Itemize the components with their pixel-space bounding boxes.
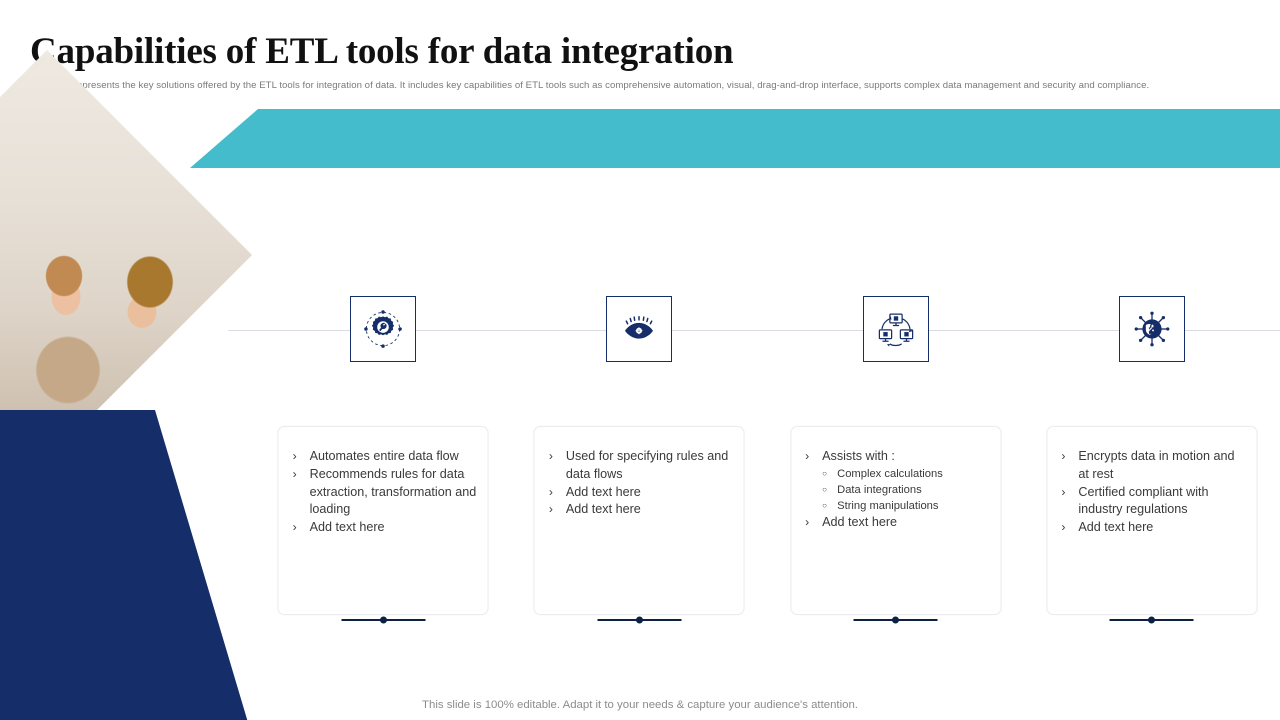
- chevron-bullet-icon: ›: [548, 502, 553, 517]
- card-underline-decoration-4: [1109, 619, 1194, 621]
- sub-list-item: ○ Complex calculations: [822, 466, 992, 482]
- page-title: Capabilities of ETL tools for data integ…: [30, 31, 734, 72]
- list-item: › Add text here: [549, 501, 736, 519]
- list-item-text: Automates entire data flow: [309, 449, 459, 463]
- list-item: › Encrypts data in motion and at rest: [1061, 448, 1248, 484]
- sub-list-item-text: Data integrations: [837, 483, 922, 496]
- chevron-bullet-icon: ›: [805, 449, 810, 463]
- page-subtitle: This slide represents the key solutions …: [30, 80, 1150, 91]
- teal-header-band: [190, 109, 1280, 168]
- capability-card-2: › Used for specifying rules and data flo…: [533, 426, 745, 621]
- column-title-2: Visual, drag-and- drop interface: [511, 219, 767, 277]
- list-item: › Add text here: [293, 519, 480, 537]
- chevron-bullet-icon: ›: [548, 449, 553, 463]
- network-computers-icon[interactable]: [862, 296, 929, 362]
- chevron-bullet-icon: ›: [292, 466, 297, 481]
- list-item-text: Recommends rules for data extraction, tr…: [309, 466, 477, 517]
- capability-card-3: › Assists with : ○ Complex calculations …: [790, 426, 1002, 621]
- footer-note: This slide is 100% editable. Adapt it to…: [422, 699, 858, 711]
- capability-card-4: › Encrypts data in motion and at rest › …: [1046, 426, 1258, 621]
- sub-bullet-list-3: ○ Complex calculations ○ Data integratio…: [805, 466, 992, 514]
- eye-visual-icon[interactable]: [606, 296, 673, 362]
- list-item-text: Assists with :: [822, 449, 895, 463]
- list-item-text: Used for specifying rules and data flows: [565, 449, 729, 481]
- chevron-bullet-icon: ›: [292, 449, 297, 463]
- column-title-1: Comprehensive automation: [255, 219, 511, 277]
- chevron-bullet-icon: ›: [1061, 520, 1066, 535]
- list-item: › Assists with :: [805, 448, 992, 466]
- capability-column-3: Supports complex data management: [768, 219, 1024, 621]
- capability-column-1: Comprehensive automation: [255, 219, 511, 621]
- team-photo-diamond: [0, 49, 252, 460]
- bullet-list-4: › Encrypts data in motion and at rest › …: [1061, 448, 1248, 537]
- column-title-1-line2: automation: [345, 250, 422, 267]
- column-title-2-line1: Visual, drag-and-: [581, 229, 698, 246]
- connector-rail-line: [228, 330, 1280, 331]
- capability-column-4: Security and compliance: [1024, 219, 1280, 621]
- card-underline-decoration-1: [341, 619, 426, 621]
- card-underline-decoration-3: [853, 619, 938, 621]
- list-item: › Add text here: [805, 514, 992, 532]
- list-item: › Certified compliant with industry regu…: [1061, 484, 1248, 520]
- circle-bullet-icon: ○: [822, 484, 827, 494]
- list-item: › Automates entire data flow: [293, 448, 480, 466]
- list-item: › Add text here: [549, 484, 736, 502]
- column-title-4: Security and compliance: [1024, 219, 1280, 277]
- column-title-4-line2: and compliance: [1099, 250, 1204, 267]
- list-item-text: Add text here: [309, 520, 385, 535]
- decorative-artwork: [0, 49, 300, 720]
- lock-shield-security-icon[interactable]: [1118, 296, 1185, 362]
- navy-triangle-shape: [0, 410, 280, 720]
- capability-columns: Comprehensive automation: [255, 219, 1280, 621]
- bullet-list-3: › Assists with : ○ Complex calculations …: [805, 448, 992, 532]
- list-item-text: Add text here: [822, 514, 898, 529]
- sub-list-item: ○ Data integrations: [822, 482, 992, 498]
- column-title-2-line2: drop interface: [592, 250, 687, 267]
- column-title-3-line2: data management: [836, 250, 955, 267]
- column-title-4-line1: Security: [1124, 229, 1180, 246]
- sub-list-item-text: String manipulations: [837, 499, 939, 512]
- chevron-bullet-icon: ›: [805, 514, 810, 529]
- chevron-bullet-icon: ›: [1061, 484, 1066, 499]
- circle-bullet-icon: ○: [822, 500, 827, 510]
- capability-card-1: › Automates entire data flow › Recommend…: [277, 426, 489, 621]
- column-title-1-line1: Comprehensive: [331, 229, 435, 246]
- chevron-bullet-icon: ›: [292, 520, 297, 535]
- sub-list-item: ○ String manipulations: [822, 498, 992, 514]
- gear-wrench-automation-icon[interactable]: [350, 296, 417, 362]
- list-item: › Add text here: [1061, 519, 1248, 537]
- bullet-list-2: › Used for specifying rules and data flo…: [549, 448, 736, 519]
- capability-column-2: Visual, drag-and- drop interface: [511, 219, 767, 621]
- chevron-bullet-icon: ›: [548, 484, 553, 499]
- sub-list-item-text: Complex calculations: [837, 467, 943, 480]
- circle-bullet-icon: ○: [822, 468, 827, 478]
- list-item-text: Encrypts data in motion and at rest: [1078, 449, 1235, 481]
- list-item-text: Certified compliant with industry regula…: [1078, 484, 1209, 517]
- column-title-3-line1: Supports complex: [835, 229, 956, 246]
- team-photo-image: [0, 49, 252, 460]
- chevron-bullet-icon: ›: [1061, 449, 1066, 463]
- list-item-text: Add text here: [565, 484, 641, 499]
- list-item-text: Add text here: [565, 502, 641, 517]
- bullet-list-1: › Automates entire data flow › Recommend…: [293, 448, 480, 537]
- list-item: › Recommends rules for data extraction, …: [293, 466, 480, 519]
- list-item: › Used for specifying rules and data flo…: [549, 448, 736, 484]
- column-title-3: Supports complex data management: [768, 219, 1024, 277]
- list-item-text: Add text here: [1078, 520, 1154, 535]
- card-underline-decoration-2: [597, 619, 682, 621]
